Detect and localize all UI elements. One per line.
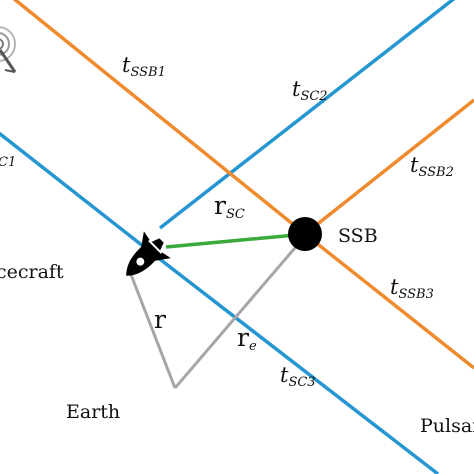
label-t-sc1: C1 [0, 155, 16, 170]
label-t-ssb3: tSSB3 [390, 275, 434, 302]
pulsar-wavefront-sc1 [0, 131, 150, 252]
rocket-icon [126, 231, 171, 276]
label-t-sc3: tSC3 [280, 363, 316, 390]
pulsar-wavefront-sc3 [146, 248, 440, 474]
spacecraft-ssb-vector [165, 233, 297, 249]
earth-spacecraft-vector [128, 271, 177, 389]
label-t-sc2: tSC2 [292, 77, 328, 104]
ssb-wavefront-3 [303, 232, 474, 370]
label-t-ssb1: tSSB1 [122, 53, 166, 80]
label-pulsar: Pulsar [420, 415, 474, 437]
ssb-wavefront-1 [12, 0, 307, 236]
label-ssb: SSB [338, 225, 378, 247]
label-r: r [154, 305, 166, 334]
label-r-e: re [237, 323, 257, 354]
pulsar-antenna-icon [0, 26, 17, 73]
earth-ssb-vector [173, 241, 302, 389]
label-earth: Earth [66, 401, 120, 423]
ssb-wavefront-2 [303, 98, 474, 236]
label-r-sc: rSC [214, 191, 245, 222]
label-spacecraft: cecraft [0, 261, 64, 283]
pulsar-wavefront-sc2 [158, 0, 456, 230]
ssb-dot-icon [288, 217, 322, 251]
label-t-ssb2: tSSB2 [410, 153, 454, 180]
